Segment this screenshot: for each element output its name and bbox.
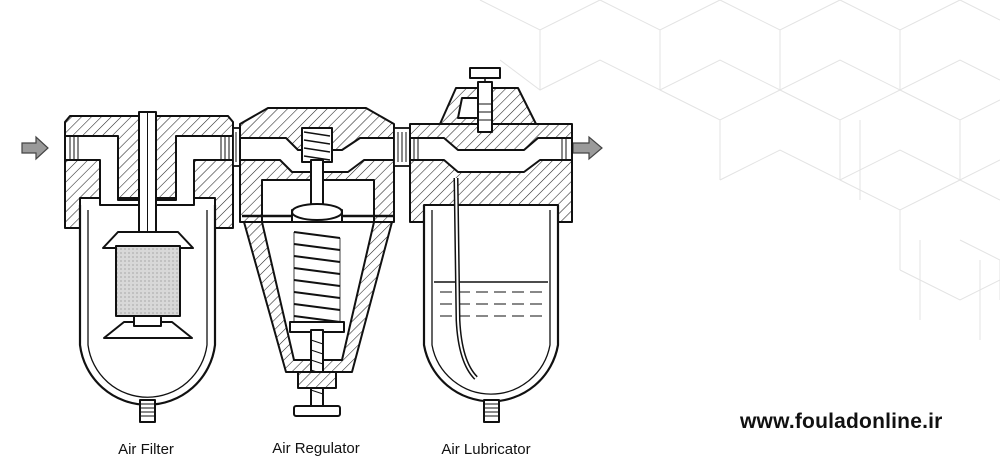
inlet-arrow-icon — [21, 135, 49, 161]
air-lubricator-unit — [409, 67, 573, 423]
background-pattern — [479, 0, 1000, 340]
outlet-arrow-icon — [572, 135, 603, 161]
air-lubricator-label: Air Lubricator — [441, 441, 531, 458]
coupling-2 — [393, 127, 411, 167]
website-watermark: www.fouladonline.ir — [740, 410, 943, 433]
air-regulator-label: Air Regulator — [272, 440, 360, 457]
air-regulator-unit — [239, 107, 395, 417]
air-filter-label: Air Filter — [118, 441, 174, 458]
air-filter-unit — [64, 111, 234, 423]
